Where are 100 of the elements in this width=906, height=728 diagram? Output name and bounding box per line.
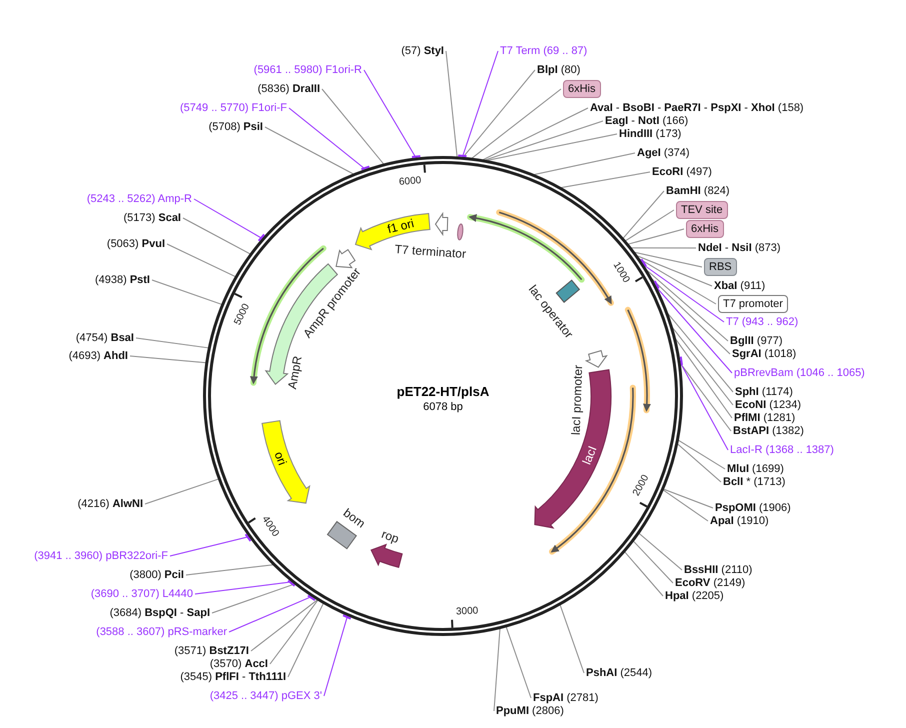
- restriction-site-label: FspAI (2781): [533, 691, 598, 705]
- restriction-site-label: EcoRV (2149): [675, 576, 746, 590]
- primer-label: T7 Term (69 .. 87): [500, 44, 588, 58]
- primer-label: (3941 .. 3960) pBR322ori-F: [34, 549, 168, 563]
- restriction-site-label: BclI* (1713): [723, 475, 786, 489]
- leader-line: [671, 326, 734, 406]
- primer-label: pBRrevBam (1046 .. 1065): [734, 366, 865, 380]
- leader-line: [322, 88, 384, 165]
- restriction-site-label: SphI (1174): [735, 385, 793, 399]
- leader-line: [144, 478, 220, 504]
- leader-line: [559, 604, 584, 674]
- restriction-site-label: EcoRI (497): [652, 165, 712, 179]
- leader-line: [483, 120, 604, 161]
- leader-line: [627, 228, 684, 245]
- leader-line: [182, 218, 252, 255]
- leader-line: [270, 599, 319, 664]
- restriction-site-label: PflMI (1281): [734, 411, 796, 425]
- restriction-site-label: BstAPI (1382): [733, 424, 804, 438]
- plasmid-size: 6078 bp: [422, 401, 464, 413]
- leader-line: [264, 126, 354, 175]
- leader-line: [632, 540, 674, 584]
- feature-tag: TEV site: [676, 201, 728, 219]
- restriction-site-label: PshAI (2544): [586, 666, 652, 680]
- restriction-site-label: (3571) BstZ17I: [174, 644, 249, 658]
- primer-label: (3588 .. 3607) pRS-marker: [96, 625, 227, 639]
- leader-line: [636, 255, 712, 286]
- plasmid-name: pET22-HT/plsA: [396, 384, 490, 399]
- leader-line: [288, 108, 366, 170]
- leader-line: [638, 532, 682, 570]
- restriction-site-label: (5173) ScaI: [124, 211, 181, 225]
- leader-line: [624, 551, 664, 596]
- feature-tag: RBS: [704, 258, 737, 276]
- feature-label: AmpR: [285, 354, 305, 390]
- restriction-site-label: PpuMI (2806): [496, 704, 564, 718]
- restriction-site-label: (3570) AccI: [210, 657, 268, 671]
- restriction-site-label: (4754) BsaI: [76, 331, 134, 345]
- restriction-site-label: (57) StyI: [401, 44, 444, 58]
- scale-number: 6000: [399, 175, 422, 188]
- leader-line: [506, 626, 532, 698]
- restriction-site-label: HindIII (173): [619, 127, 682, 141]
- feature-label: lacI promoter: [568, 364, 586, 436]
- scale-number: 3000: [456, 606, 478, 618]
- restriction-site-label: (5063) PvuI: [106, 237, 165, 251]
- restriction-site-label: (5708) PsiI: [208, 120, 263, 134]
- leader-line: [166, 244, 236, 278]
- feature-label: T7 terminator: [394, 242, 466, 262]
- restriction-site-label: (3684) BspQI - SapI: [110, 606, 210, 620]
- feature-name: f1 ori: [386, 216, 416, 236]
- leader-line: [674, 337, 732, 418]
- leader-line: [644, 268, 728, 342]
- restriction-site-label: (4938) PstI: [94, 273, 150, 287]
- restriction-site-label: EagI - NotI (166): [605, 114, 688, 128]
- feature-name: lacI: [580, 444, 600, 466]
- restriction-site-label: (5836) DraIII: [258, 82, 320, 96]
- leader-line: [482, 108, 588, 161]
- leader-line: [624, 210, 674, 242]
- leader-line: [470, 88, 562, 160]
- leader-line: [186, 564, 274, 576]
- leader-line: [677, 439, 726, 470]
- restriction-site-label: XbaI (911): [714, 279, 766, 293]
- restriction-site-label: MluI (1699): [727, 462, 784, 476]
- restriction-site-label: PspOMI (1906): [715, 501, 791, 515]
- leader-line: [288, 602, 324, 678]
- feature-tag: T7 promoter: [718, 295, 788, 313]
- scale-number: 5000: [232, 302, 252, 327]
- feature-label: bom: [340, 506, 368, 531]
- restriction-site-label: NdeI - NsiI (873): [698, 241, 781, 255]
- restriction-site-label: BlpI (80): [537, 63, 580, 77]
- leader-line: [676, 443, 722, 482]
- leader-line: [152, 280, 223, 306]
- restriction-site-label: AgeI (374): [637, 146, 690, 160]
- leader-line: [650, 277, 730, 354]
- feature-tag: 6xHis: [563, 80, 601, 98]
- leader-line: [446, 50, 458, 158]
- leader-line: [494, 628, 500, 712]
- leader-line: [194, 198, 264, 240]
- primer-label: LacI-R (1368 .. 1387): [730, 443, 834, 457]
- restriction-site-label: BglII (977): [730, 334, 783, 348]
- primer-label: (5243 .. 5262) Amp-R: [86, 192, 192, 206]
- leader-line: [532, 152, 636, 176]
- restriction-site-label: (4693) AhdI: [68, 349, 128, 363]
- restriction-site-label: (3545) PflFI - Tth111I: [180, 670, 286, 684]
- restriction-site-label: (4216) AlwNI: [78, 497, 143, 511]
- scale-number: 2000: [630, 473, 651, 498]
- restriction-site-label: (3800) PciI: [130, 568, 184, 582]
- restriction-site-label: BamHI (824): [666, 184, 730, 198]
- leader-line: [666, 312, 734, 392]
- restriction-site-label: AvaI - BsoBI - PaeR7I - PspXI - XhoI (158): [590, 101, 804, 115]
- leader-line: [662, 489, 708, 522]
- primer-label: (5749 .. 5770) F1ori-F: [180, 101, 287, 115]
- restriction-site-label: SgrAI (1018): [732, 347, 796, 361]
- leader-line: [130, 356, 207, 364]
- feature-tag: 6xHis: [686, 220, 724, 238]
- restriction-site-label: BssHII (2110): [684, 563, 752, 577]
- primer-label: (5961 .. 5980) F1ori-R: [254, 63, 362, 77]
- leader-line: [250, 599, 318, 652]
- primer-label: (3425 .. 3447) pGEX 3': [210, 689, 322, 703]
- feature-name: ori: [272, 450, 290, 468]
- restriction-site-label: HpaI (2205): [665, 589, 724, 603]
- leader-line: [638, 258, 716, 304]
